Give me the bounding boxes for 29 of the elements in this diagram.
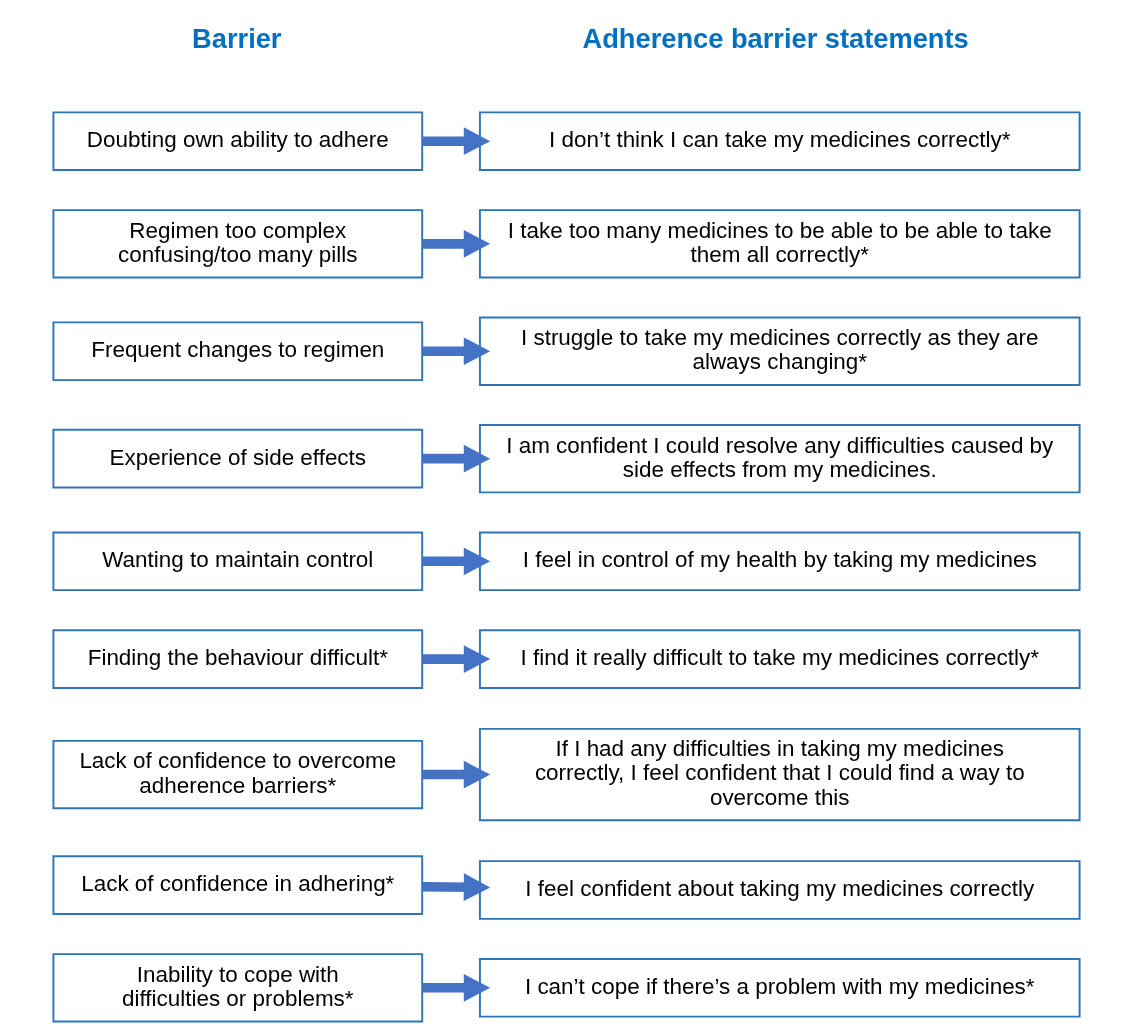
label: Barrier xyxy=(192,23,282,55)
label: Adherence barrier statements xyxy=(582,23,969,55)
node-box: Lack of confidence to overcome adherence barriers* xyxy=(52,739,424,810)
node-box: Finding the behaviour difficult* xyxy=(52,629,424,689)
node-box: I find it really difficult to take my medicines correctly* xyxy=(478,629,1081,689)
arrow xyxy=(422,337,491,366)
node-box: Experience of side effects xyxy=(52,428,424,489)
node-box: I don’t think I can take my medicines correctly* xyxy=(478,111,1081,171)
arrow xyxy=(422,645,491,673)
arrow xyxy=(422,760,491,789)
node-box: Frequent changes to regimen xyxy=(52,321,424,382)
arrow xyxy=(422,127,491,156)
node-box: Lack of confidence in adhering* xyxy=(52,855,424,915)
arrow xyxy=(422,973,491,1002)
node-box: Regimen too complex confusing/too many pills xyxy=(52,209,424,279)
node-box: Doubting own ability to adhere xyxy=(52,111,424,171)
node-box: I can’t cope if there’s a problem with my medicines* xyxy=(478,957,1081,1018)
node-box: I take too many medicines to be able to be able to take them all correctly* xyxy=(478,209,1081,279)
arrow xyxy=(422,229,491,258)
node-box: If I had any difficulties in taking my medicines correctly, I feel confident that I could find a way to overcome this xyxy=(478,727,1081,822)
node-box: Wanting to maintain control xyxy=(52,531,424,592)
node-box: I am confident I could resolve any difficulties caused by side effects from my medicines. xyxy=(478,424,1081,494)
node-box: I feel confident about taking my medicines correctly xyxy=(478,860,1081,920)
node-box: I feel in control of my health by taking my medicines xyxy=(478,531,1081,592)
arrow xyxy=(422,873,491,901)
node-box: Inability to cope with difficulties or problems* xyxy=(52,953,424,1023)
arrow xyxy=(422,444,491,473)
node-box: I struggle to take my medicines correctly as they are always changing* xyxy=(478,316,1081,386)
arrow xyxy=(422,547,491,576)
